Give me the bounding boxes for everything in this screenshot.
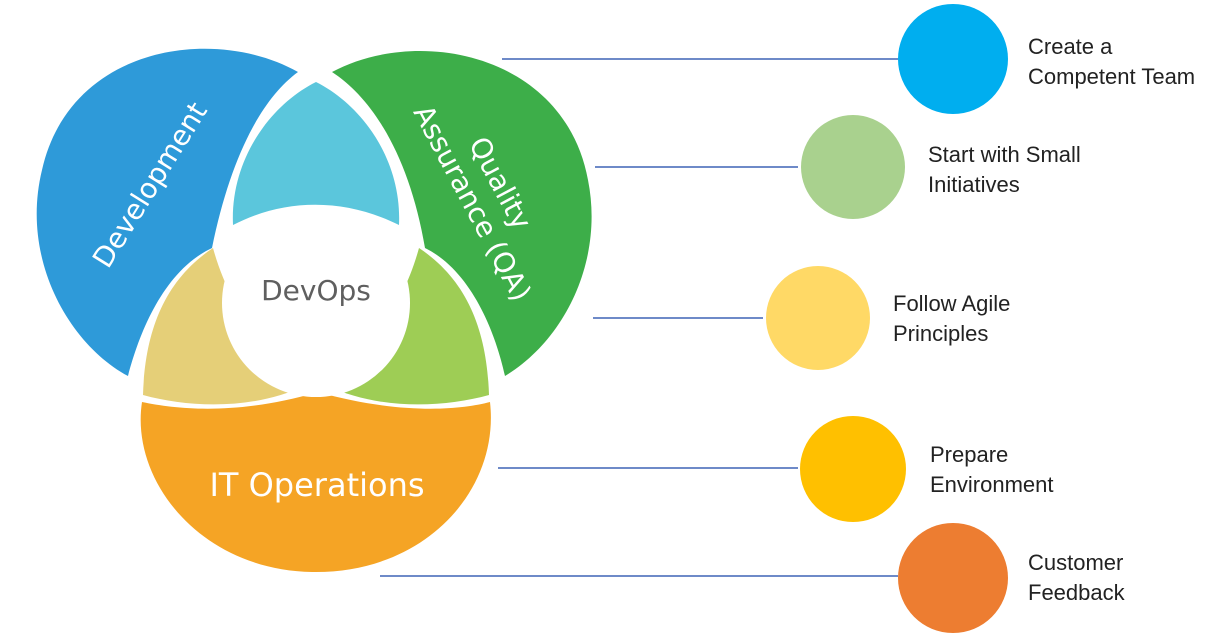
practice-label-line: Competent Team [1028, 64, 1196, 89]
practice-label-start-small-initiatives: Start with Small Initiatives [928, 140, 1081, 200]
practice-label-line: Customer [1028, 550, 1124, 575]
practice-label-line: Follow Agile [893, 291, 1011, 316]
it-operations-label: IT Operations [209, 466, 424, 504]
devops-label: DevOps [261, 274, 371, 307]
practice-label-line: Start with Small [928, 142, 1081, 167]
qa-segment [332, 50, 592, 376]
practice-circle [800, 416, 906, 522]
devops-center [222, 209, 410, 397]
practice-label-line: Initiatives [928, 172, 1020, 197]
it-operations-segment [140, 392, 491, 573]
practice-label-line: Prepare [930, 442, 1009, 467]
practice-label-line: Principles [893, 321, 989, 346]
practice-label-create-competent-team: Create a Competent Team [1028, 32, 1195, 92]
practice-label-line: Feedback [1028, 580, 1125, 605]
practice-circle [801, 115, 905, 219]
practice-label-follow-agile-principles: Follow Agile Principles [893, 289, 1010, 349]
practice-circle [898, 523, 1008, 633]
development-segment [36, 48, 299, 376]
practice-label-prepare-environment: Prepare Environment [930, 440, 1054, 500]
dev-qa-overlap [232, 82, 400, 225]
practice-label-customer-feedback: Customer Feedback [1028, 548, 1125, 608]
practice-circle [898, 4, 1008, 114]
practice-circle [766, 266, 870, 370]
practice-label-line: Create a [1028, 34, 1113, 59]
practice-label-line: Environment [930, 472, 1054, 497]
